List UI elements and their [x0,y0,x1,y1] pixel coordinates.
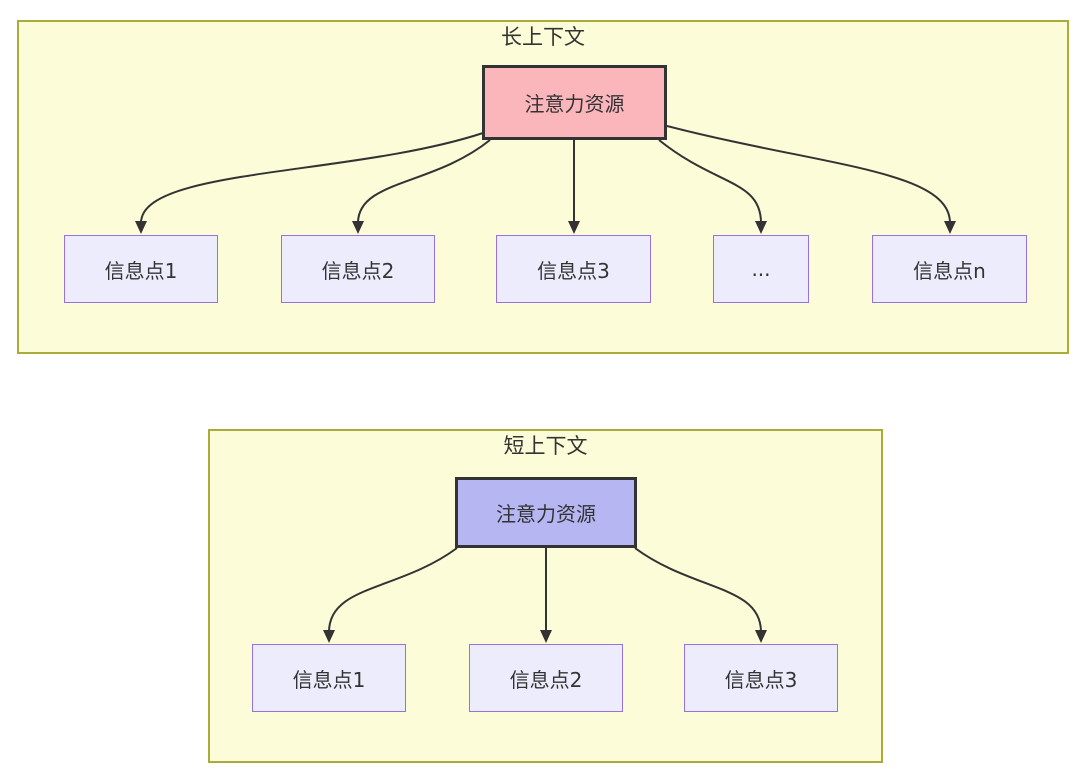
info-node-short-2: 信息点2 [469,644,623,712]
info-node-long-ellipsis: ... [713,235,809,303]
info-node-short-1: 信息点1 [252,644,406,712]
long-context-title: 长上下文 [501,25,585,49]
info-node-long-3: 信息点3 [496,235,651,303]
attention-resource-node-long: 注意力资源 [482,65,667,140]
info-node-long-1: 信息点1 [64,235,218,303]
attention-resource-node-short: 注意力资源 [455,477,637,548]
info-node-short-3: 信息点3 [684,644,838,712]
info-node-long-n: 信息点n [872,235,1027,303]
info-node-long-2: 信息点2 [281,235,435,303]
short-context-title: 短上下文 [503,434,588,458]
